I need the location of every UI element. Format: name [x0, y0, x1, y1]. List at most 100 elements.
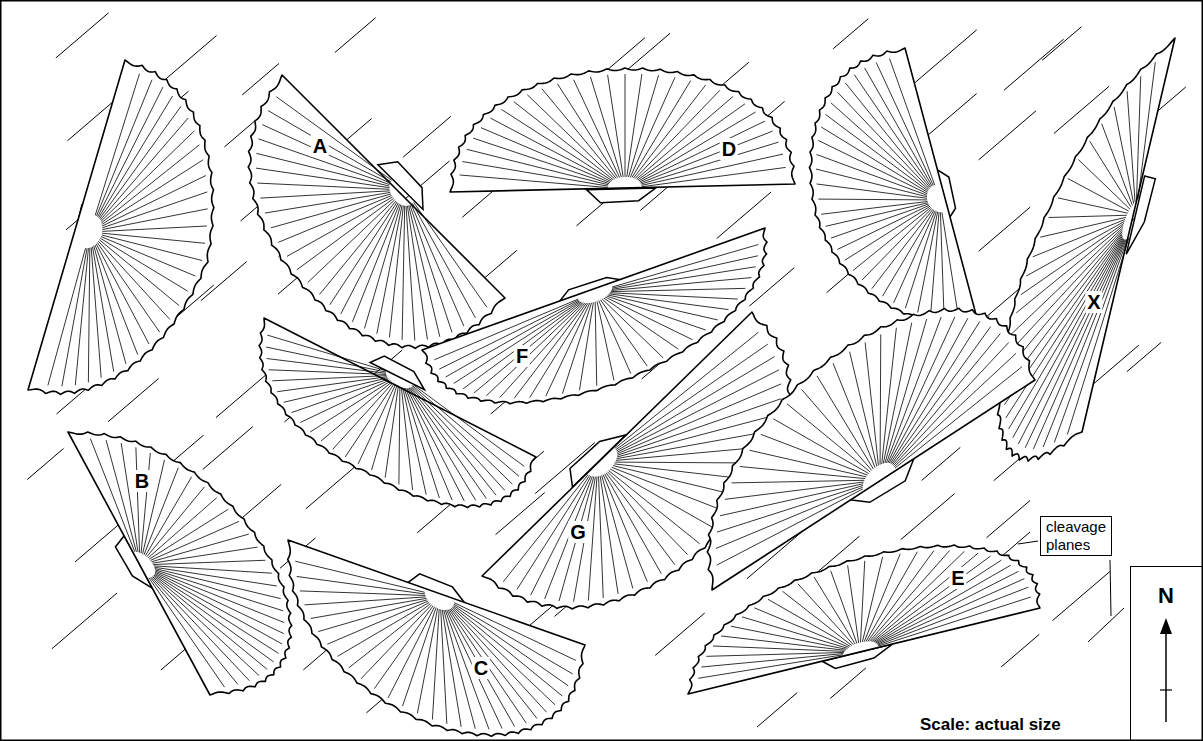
rib [802, 389, 872, 470]
rib [106, 440, 136, 552]
cleavage-line [1052, 572, 1109, 621]
rib [434, 299, 578, 360]
cleavage-lines [27, 13, 1186, 727]
rib [612, 467, 728, 512]
rib [883, 323, 911, 464]
rib [612, 267, 756, 290]
rib [377, 205, 402, 334]
rib [821, 202, 927, 215]
specimen-letter: B [133, 470, 151, 492]
rib [609, 471, 700, 544]
rib [405, 388, 452, 500]
rib [1058, 198, 1128, 213]
cleavage-line [926, 94, 977, 137]
rib [826, 203, 928, 227]
rib [361, 605, 432, 679]
rib [602, 475, 633, 588]
cleavage-line [108, 379, 158, 422]
rib [864, 554, 900, 642]
rib [1054, 239, 1127, 442]
shell-outline [707, 308, 1035, 590]
rib [102, 226, 207, 231]
rib [1068, 179, 1129, 212]
rib [942, 212, 959, 317]
rib [798, 584, 854, 645]
rib [1078, 160, 1129, 210]
rib [627, 74, 642, 177]
shell-outline [688, 545, 1040, 694]
rib [1026, 221, 1124, 276]
rib [266, 347, 386, 372]
cleavage-line [52, 593, 117, 649]
rib [905, 211, 936, 308]
rib [271, 194, 391, 228]
rib [893, 334, 1001, 465]
rib [441, 609, 447, 723]
rib [629, 75, 659, 177]
rib [542, 89, 616, 179]
rib [604, 298, 679, 349]
rib [597, 301, 614, 380]
rib [894, 353, 1016, 466]
rib [610, 293, 738, 299]
rib [608, 295, 718, 320]
specimen-letter: C [472, 657, 490, 679]
specimen-letter: G [568, 521, 588, 543]
shell-outline [248, 75, 505, 348]
rib [267, 335, 386, 371]
rib [848, 565, 859, 642]
rib [1043, 239, 1126, 447]
cleavage-line [833, 19, 868, 49]
rib [1127, 91, 1135, 202]
rib [414, 202, 487, 307]
leader-line [1110, 560, 1111, 616]
brachiopod-fossil [707, 308, 1035, 590]
rib [100, 238, 187, 291]
cleavage-line [922, 447, 961, 480]
rib [1049, 215, 1127, 217]
rib [337, 602, 429, 656]
rib [153, 560, 265, 564]
shell-outline [809, 48, 978, 324]
rib [818, 140, 927, 193]
rib [600, 476, 618, 594]
rib [155, 573, 282, 644]
rib [869, 550, 949, 641]
rib [372, 385, 398, 470]
cleavage-line [1088, 608, 1124, 642]
cleavage-line [1001, 634, 1039, 667]
specimen-letter: X [1085, 291, 1102, 313]
rib [878, 587, 1029, 645]
shell-outline [450, 68, 795, 192]
shell-outline [997, 38, 1175, 461]
rib [463, 302, 581, 389]
rib [825, 114, 927, 191]
rib [607, 296, 706, 330]
rib [417, 608, 437, 713]
cleavage-line [1042, 27, 1081, 61]
specimen-letter: F [514, 345, 530, 367]
rib [605, 474, 662, 574]
rib [545, 476, 593, 599]
specimen-letter: D [720, 138, 738, 160]
rib [260, 191, 389, 198]
rib [150, 578, 238, 685]
rib [579, 302, 593, 390]
rib [1011, 228, 1122, 334]
rib [889, 318, 968, 463]
rib [256, 153, 389, 186]
rib [845, 83, 930, 188]
north-tick [1160, 689, 1172, 690]
cleavage-line [979, 111, 1036, 160]
rib [742, 617, 848, 648]
rib [1013, 238, 1123, 437]
rib [754, 608, 849, 648]
rib [1018, 239, 1123, 444]
rib [612, 244, 758, 287]
rib [862, 208, 932, 280]
rib [262, 125, 390, 184]
rib [817, 376, 873, 469]
rib [102, 176, 206, 227]
rib [872, 553, 978, 641]
rib [297, 198, 394, 269]
